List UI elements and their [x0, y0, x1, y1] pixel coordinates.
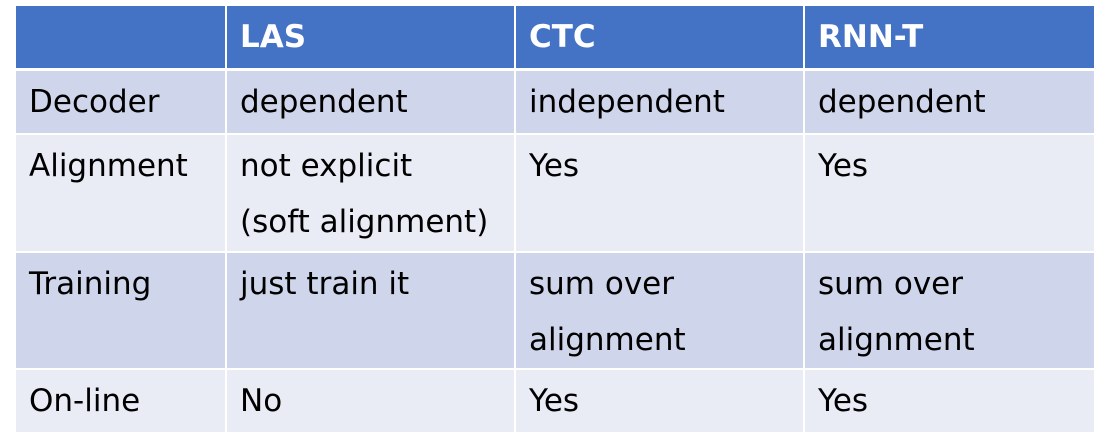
row-label-decoder: Decoder: [16, 71, 227, 135]
cell-alignment-rnn-t: Yes: [805, 135, 1094, 253]
cell-decoder-las: dependent: [227, 71, 516, 135]
cell-text: dependent: [240, 84, 408, 120]
cell-alignment-las: not explicit (soft alignment): [227, 135, 516, 253]
cell-text: Yes: [818, 148, 869, 184]
cell-text: No: [240, 383, 283, 419]
cell-training-las: just train it: [227, 253, 516, 370]
header-corner-cell: [16, 6, 227, 71]
cell-on-line-las: No: [227, 370, 516, 433]
table-row-alignment: Alignment not explicit (soft alignment) …: [16, 135, 1094, 253]
row-label-training: Training: [16, 253, 227, 370]
cell-training-rnn-t: sum over alignment: [805, 253, 1094, 370]
cell-decoder-rnn-t: dependent: [805, 71, 1094, 135]
cell-text: dependent: [818, 84, 986, 120]
cell-decoder-ctc: independent: [516, 71, 805, 135]
cell-text: (soft alignment): [240, 204, 489, 240]
cell-text: Yes: [818, 383, 869, 419]
header-las: LAS: [227, 6, 516, 71]
row-label-alignment: Alignment: [16, 135, 227, 253]
header-row: LAS CTC RNN-T: [16, 6, 1094, 71]
cell-on-line-rnn-t: Yes: [805, 370, 1094, 433]
cell-text: independent: [529, 84, 725, 120]
cell-on-line-ctc: Yes: [516, 370, 805, 433]
cell-text: sum over: [529, 266, 674, 302]
cell-text: alignment: [529, 322, 686, 358]
cell-text: Yes: [529, 148, 580, 184]
cell-text: just train it: [240, 266, 410, 302]
table-row-on-line: On-line No Yes Yes: [16, 370, 1094, 433]
row-label-on-line: On-line: [16, 370, 227, 433]
comparison-table: LAS CTC RNN-T Decoder dependent independ…: [16, 6, 1094, 433]
cell-text: sum over: [818, 266, 963, 302]
cell-text: alignment: [818, 322, 975, 358]
cell-text: Yes: [529, 383, 580, 419]
table-row-decoder: Decoder dependent independent dependent: [16, 71, 1094, 135]
header-ctc: CTC: [516, 6, 805, 71]
cell-alignment-ctc: Yes: [516, 135, 805, 253]
table-row-training: Training just train it sum over alignmen…: [16, 253, 1094, 370]
cell-training-ctc: sum over alignment: [516, 253, 805, 370]
cell-text: not explicit: [240, 148, 413, 184]
header-rnn-t: RNN-T: [805, 6, 1094, 71]
